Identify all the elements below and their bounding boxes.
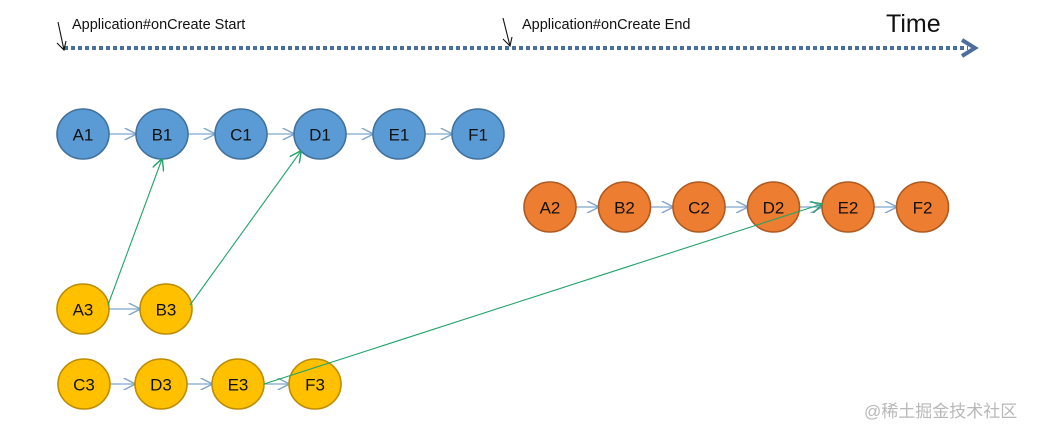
task-node-label: E1: [389, 126, 410, 145]
sequence-edges: [109, 134, 897, 384]
task-node-label: F1: [468, 126, 488, 145]
task-node-circle: [214, 108, 268, 160]
task-node-circle: [372, 108, 426, 160]
task-node-circle: [597, 181, 652, 233]
watermark: @稀土掘金技术社区: [864, 402, 1018, 421]
task-node-label: E2: [838, 199, 859, 218]
timeline-marker-end-label: Application#onCreate End: [522, 17, 691, 33]
task-node-label: C1: [230, 126, 252, 145]
task-node-label: B2: [614, 199, 635, 218]
task-node-f1: F1: [451, 108, 505, 160]
timeline-title: Time: [886, 10, 941, 38]
task-node-b2: B2: [597, 181, 652, 233]
end-marker-arrow-icon: [502, 17, 513, 48]
start-marker-arrow-icon: [56, 21, 67, 52]
task-node-circle: [523, 181, 577, 233]
task-node-circle: [451, 108, 505, 160]
task-node-e2: E2: [821, 181, 875, 233]
task-node-label: B3: [156, 301, 177, 320]
task-node-circle: [672, 181, 726, 233]
task-node-circle: [57, 358, 111, 410]
task-node-circle: [895, 181, 950, 233]
dependency-edges: [107, 151, 822, 385]
task-node-label: C3: [73, 376, 95, 395]
task-node-d3: D3: [134, 358, 188, 410]
task-node-label: A1: [73, 126, 94, 145]
task-node-d1: D1: [293, 108, 347, 160]
task-node-label: F2: [913, 199, 933, 218]
task-node-label: B1: [152, 126, 173, 145]
task-node-circle: [134, 358, 188, 410]
timeline-arrowhead-icon: [960, 38, 979, 58]
task-node-a3: A3: [56, 283, 110, 335]
task-node-e3: E3: [211, 358, 265, 410]
task-node-a2: A2: [523, 181, 577, 233]
task-node-f3: F3: [288, 358, 342, 410]
task-node-label: D3: [150, 376, 172, 395]
task-node-label: C2: [688, 199, 710, 218]
timeline-marker-start-label: Application#onCreate Start: [72, 17, 246, 33]
timeline: [56, 17, 979, 58]
task-node-c3: C3: [57, 358, 111, 410]
task-node-label: A3: [73, 301, 94, 320]
task-node-circle: [139, 283, 193, 335]
task-node-label: D2: [763, 199, 785, 218]
task-node-label: F3: [305, 376, 325, 395]
dependency-arrow-b3-to-d1: [189, 151, 301, 306]
task-node-circle: [56, 108, 110, 160]
dependency-arrow-e3-to-e2: [263, 204, 822, 385]
task-node-label: D1: [309, 126, 331, 145]
task-node-circle: [293, 108, 347, 160]
task-node-f2: F2: [895, 181, 950, 233]
task-node-c2: C2: [672, 181, 726, 233]
task-node-circle: [746, 181, 801, 233]
task-node-label: E3: [228, 376, 249, 395]
dependency-arrow-a3-to-b1: [107, 159, 162, 306]
task-node-e1: E1: [372, 108, 426, 160]
task-node-label: A2: [540, 199, 561, 218]
task-node-d2: D2: [746, 181, 801, 233]
task-node-c1: C1: [214, 108, 268, 160]
task-node-b3: B3: [139, 283, 193, 335]
task-node-circle: [56, 283, 110, 335]
task-node-b1: B1: [135, 108, 189, 160]
task-node-a1: A1: [56, 108, 110, 160]
